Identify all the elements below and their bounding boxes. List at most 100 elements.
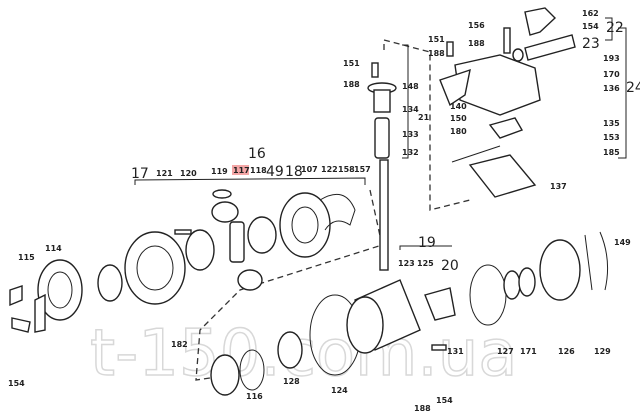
seal-171b [518,267,536,297]
cover-126 [539,239,581,301]
part-label-170: 170 [603,70,620,79]
part-label-20: 20 [441,258,459,274]
part-label-154: 154 [8,379,25,388]
pin-121 [174,229,192,235]
bearing [97,264,123,302]
part-label-127: 127 [497,347,514,356]
part-label-18: 18 [285,164,303,180]
gasket-137 [468,154,537,198]
part-label-151: 151 [428,35,445,44]
watermark: t-150.com.ua [90,317,518,391]
part-label-149: 149 [614,238,631,247]
part-label-153: 153 [603,133,620,142]
bolt-154 [431,344,447,351]
part-label-129: 129 [594,347,611,356]
part-label-119: 119 [211,167,228,176]
bolt-156 [503,27,511,54]
part-label-188: 188 [468,39,485,48]
seal-170 [512,48,524,62]
part-label-158: 158 [338,165,355,174]
part-label-22: 22 [606,20,624,36]
part-label-148: 148 [402,82,419,91]
plate-122 [319,193,356,231]
spring-118 [229,221,245,263]
part-label-117: 117 [233,166,250,175]
housing-123-face [346,296,384,354]
bearing-182 [210,354,240,396]
gasket-127 [469,264,507,326]
part-label-182: 182 [171,340,188,349]
part-label-49: 49 [266,164,284,180]
bracket-16 [134,177,366,185]
part-label-114: 114 [45,244,62,253]
part-label-185: 185 [603,148,620,157]
part-label-135: 135 [603,119,620,128]
gear-17-hub [136,245,174,291]
part-label-116: 116 [246,392,263,401]
gear-117 [211,201,239,223]
part-label-124: 124 [331,386,348,395]
gear-128 [277,331,303,369]
flange-18 [279,192,331,258]
pedal-162 [524,7,557,36]
bolt-151-left [371,62,379,78]
housing-114-bore [47,271,73,309]
part-label-121: 121 [156,169,173,178]
part-label-122: 122 [321,165,338,174]
part-label-23: 23 [582,36,600,52]
sleeve-134 [373,89,391,113]
part-label-24: 24 [626,80,640,96]
part-label-17: 17 [131,166,149,182]
lever-135 [488,117,524,139]
seal-171a [503,270,521,300]
part-label-128: 128 [283,377,300,386]
part-label-134: 134 [402,105,419,114]
part-label-157: 157 [354,165,371,174]
part-label-150: 150 [450,114,467,123]
part-label-132: 132 [402,148,419,157]
bracket-140 [439,68,471,107]
part-label-151: 151 [343,59,360,68]
rod-132 [379,159,389,271]
bevel-gear [237,269,263,291]
bracket-131 [424,287,456,321]
assembly-outline-lower [195,189,383,381]
part-label-188: 188 [414,404,431,413]
part-label-107: 107 [301,165,318,174]
part-label-21: 21 [418,113,430,122]
ring-116 [239,349,265,391]
part-label-188: 188 [343,80,360,89]
part-label-154: 154 [436,396,453,405]
part-label-156: 156 [468,21,485,30]
part-label-171: 171 [520,347,537,356]
part-label-126: 126 [558,347,575,356]
plates-129 [584,231,609,291]
part-label-162: 162 [582,9,599,18]
part-label-120: 120 [180,169,197,178]
part-label-115: 115 [18,253,35,262]
gear-49 [247,216,277,254]
part-label-118: 118 [250,166,267,175]
spring-133 [374,117,390,159]
gear-17 [124,231,186,305]
housing-114 [37,259,83,321]
part-label-133: 133 [402,130,419,139]
brackets-right [402,17,627,159]
part-label-140: 140 [450,102,467,111]
part-label-180: 180 [450,127,467,136]
bracket-19 [399,245,452,250]
bolt-151 [446,41,454,57]
flange-18-bore [291,206,319,244]
label-highlight [232,165,249,175]
plates-115 [9,285,46,333]
gear-120 [185,229,215,271]
part-label-16: 16 [248,146,266,162]
part-label-154: 154 [582,22,599,31]
part-label-19: 19 [418,235,436,251]
part-label-193: 193 [603,54,620,63]
pin-185 [451,145,501,163]
washer-119 [212,189,232,199]
part-label-188: 188 [428,49,445,58]
